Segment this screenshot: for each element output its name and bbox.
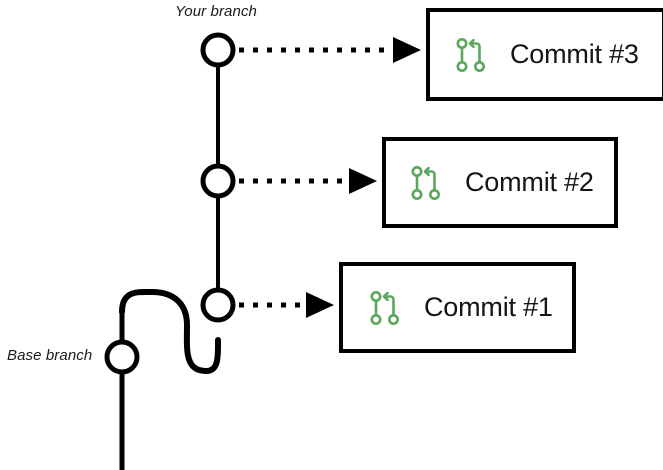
git-pull-request-icon bbox=[456, 37, 485, 72]
git-pull-request-icon bbox=[411, 165, 440, 200]
node-your-branch-commit-3[interactable] bbox=[200, 32, 236, 68]
commit-box-1[interactable]: Commit #1 bbox=[339, 262, 576, 353]
your-branch-label: Your branch bbox=[175, 3, 257, 20]
branch-merge-s-curve bbox=[119, 288, 222, 374]
commit-box-3-label: Commit #3 bbox=[510, 39, 639, 69]
commit-box-3[interactable]: Commit #3 bbox=[426, 8, 663, 101]
node-your-branch-commit-2[interactable] bbox=[200, 163, 236, 199]
commit-box-1-label: Commit #1 bbox=[424, 292, 553, 322]
base-branch-label: Base branch bbox=[7, 347, 93, 364]
commit-box-2-label: Commit #2 bbox=[465, 167, 594, 197]
commit-box-2[interactable]: Commit #2 bbox=[382, 137, 618, 228]
git-pull-request-icon bbox=[370, 290, 399, 325]
node-base-branch[interactable] bbox=[104, 339, 140, 375]
node-your-branch-commit-1[interactable] bbox=[200, 287, 236, 323]
